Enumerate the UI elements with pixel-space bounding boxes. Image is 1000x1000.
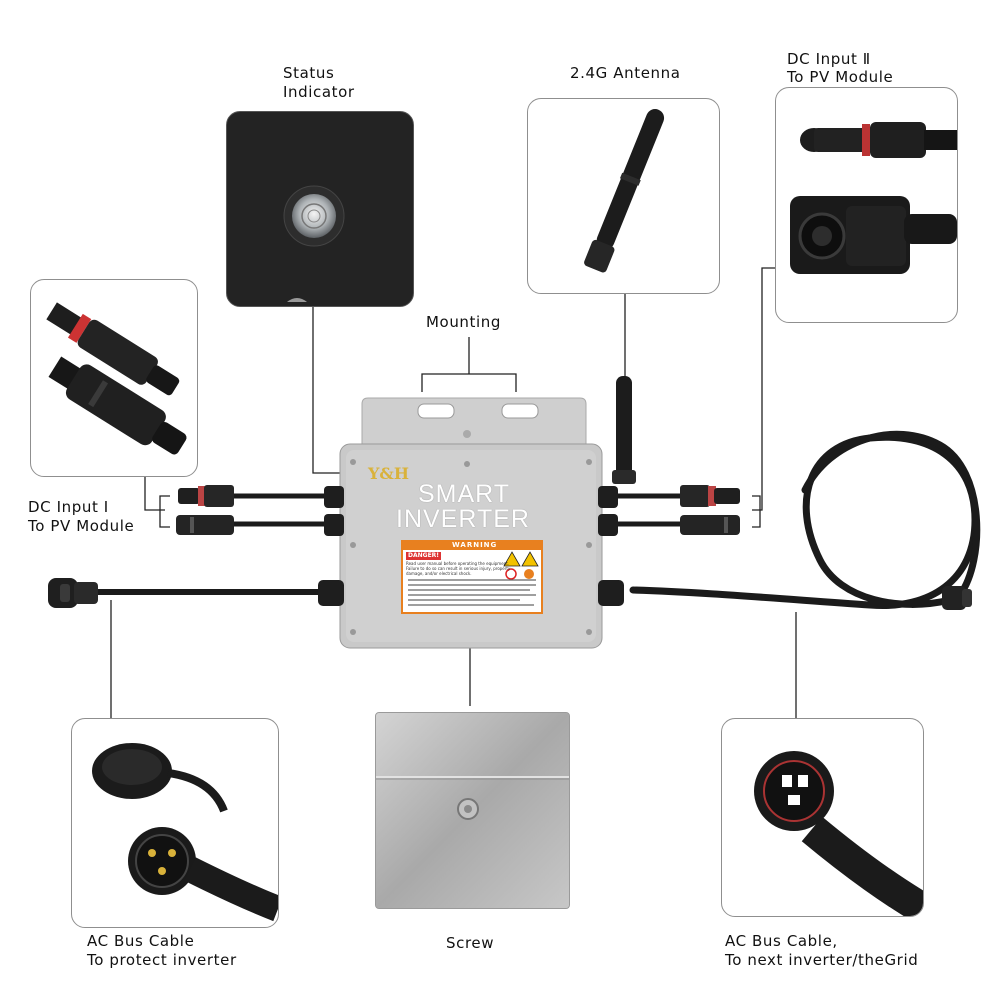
- device-antenna: [612, 376, 636, 484]
- ac-cable-left-panel: [71, 718, 279, 928]
- ac-right-label-line2: To next inverter/theGrid: [725, 951, 919, 969]
- screw-icon: [376, 713, 569, 908]
- ac-right-label-line1: AC Bus Cable,: [725, 932, 838, 950]
- ac-plug-right: [942, 586, 972, 610]
- antenna-panel: [527, 98, 720, 294]
- danger-text-3: damage, and/or electrical shock.: [406, 571, 472, 576]
- status-label-line2: Indicator: [283, 83, 355, 101]
- ac-left-label-line2: To protect inverter: [87, 951, 237, 969]
- mc4-connector-icon: [790, 122, 957, 274]
- leader-mounting: [421, 373, 517, 392]
- dc2-label-line2: To PV Module: [787, 68, 894, 86]
- ac-socket-icon: [754, 751, 923, 916]
- danger-text-2: Failure to do so can result in serious i…: [406, 566, 511, 571]
- dc-input-2-panel: [775, 87, 958, 323]
- status-label-line1: Status: [283, 64, 335, 82]
- dc-cables-right: [600, 485, 740, 535]
- ac-cable-right-panel: [721, 718, 924, 917]
- ac-cable-left: [48, 578, 340, 608]
- inverter-body: [318, 397, 624, 649]
- antenna-label: 2.4G Antenna: [570, 64, 681, 82]
- ac-plug-icon: [92, 743, 278, 922]
- brand-logo: Y&H: [368, 464, 409, 483]
- status-led-icon: [283, 185, 345, 302]
- ac-left-label-line1: AC Bus Cable: [87, 932, 195, 950]
- mc4-connector-icon: [46, 302, 187, 455]
- leader-dc1: [144, 475, 165, 511]
- screw-panel: [375, 712, 570, 909]
- danger-text-1: Read user manual before operating the eq…: [406, 561, 510, 566]
- dc-input-1-panel: [30, 279, 198, 477]
- device-title-line1: SMART: [418, 480, 511, 508]
- device-title-line2: INVERTER: [396, 505, 530, 533]
- dc2-label-line1: DC Input Ⅱ: [787, 50, 871, 68]
- dc1-label-line2: To PV Module: [28, 517, 135, 535]
- dc-cables-left: [176, 485, 340, 535]
- status-indicator-panel: [226, 111, 414, 307]
- warning-header: WARNING: [452, 541, 498, 549]
- mounting-label: Mounting: [426, 313, 502, 331]
- danger-label: DANGER!: [406, 552, 442, 560]
- ac-cable-coil: [629, 430, 981, 610]
- screw-label: Screw: [446, 934, 495, 952]
- antenna-icon: [584, 109, 665, 273]
- leader-status: [312, 305, 340, 474]
- dc1-label-line1: DC Input Ⅰ: [28, 498, 109, 516]
- leader-dc2: [752, 267, 775, 511]
